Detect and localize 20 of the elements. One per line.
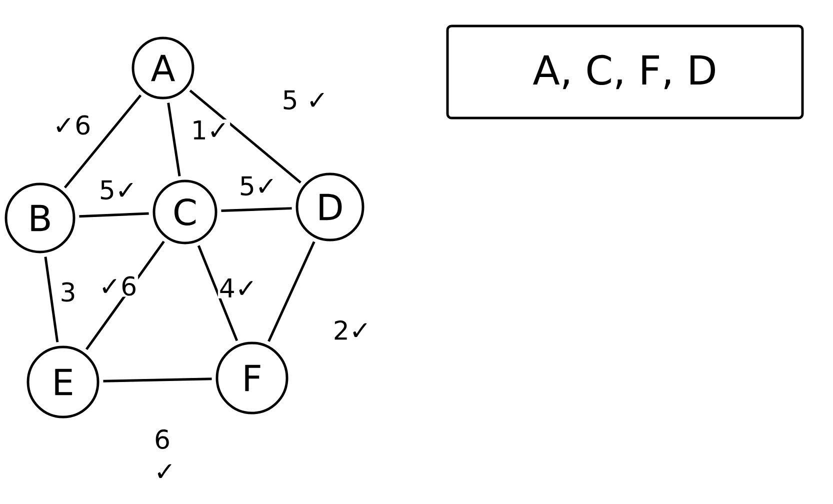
edge-line — [167, 102, 181, 176]
edge-label: 3 — [58, 281, 78, 303]
edge-line — [197, 245, 238, 342]
edge-label: 5 ✓ — [280, 89, 330, 111]
edge-label: 5✓ — [98, 179, 138, 201]
edge-label: 5✓ — [238, 175, 278, 197]
edge-line — [268, 241, 316, 342]
edge-line — [64, 94, 142, 188]
edge-line — [189, 90, 302, 184]
result-box: A, C, F, D — [446, 24, 804, 120]
edge-line — [221, 207, 292, 212]
edge-line — [44, 256, 59, 342]
edge-label: 2✓ — [332, 319, 372, 341]
edge-label: 6 ✓ — [153, 428, 172, 482]
edge-label: ✓6 — [98, 275, 138, 297]
edge-label: 1✓ — [190, 120, 230, 140]
edge-label: 4✓ — [218, 278, 258, 298]
edge-label: ✓6 — [52, 114, 92, 136]
edge-line — [79, 212, 149, 218]
edge-line — [103, 378, 212, 382]
